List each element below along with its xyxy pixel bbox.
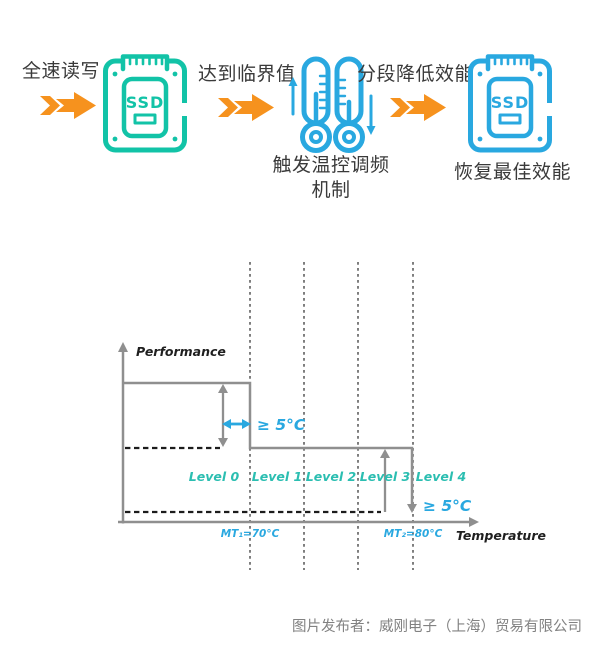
flow-step3-label: 分段降低效能 (357, 63, 475, 85)
flow-arrow-icon (390, 94, 446, 121)
result-caption: 恢复最佳效能 (454, 161, 572, 183)
flow-step1-label: 全速读写 (22, 60, 101, 82)
threshold-mt2-label: MT₂=80°C (384, 528, 443, 540)
flow-step2-label: 达到临界值 (198, 63, 296, 85)
x-axis-label: Temperature (456, 528, 546, 543)
thermometer-icon (288, 56, 376, 153)
thermometer-caption-line1: 触发温控调频 (272, 154, 390, 176)
hysteresis-label-2: ≥ 5°C (423, 497, 472, 515)
axes (118, 349, 471, 524)
y-axis-label: Performance (136, 344, 226, 359)
hysteresis-arrow (222, 419, 251, 429)
ssd-icon-label: SSD (491, 93, 530, 112)
ssd-icon: SSD (103, 54, 189, 153)
x-axis-arrowhead (469, 517, 479, 527)
y-axis-arrowhead (118, 342, 128, 352)
performance-curve (123, 381, 414, 506)
thermal-throttle-chart: Performance Temperature Level 0 Level 1 … (118, 262, 546, 570)
publisher-caption: 图片发布者：威刚电子（上海）贸易有限公司 (292, 619, 582, 635)
drop2-up-arrow (380, 449, 390, 512)
level-1-label: Level 1 (252, 469, 302, 484)
drop1-double-arrow (218, 384, 228, 447)
thermometer-caption: 触发温控调频 机制 (265, 153, 397, 203)
hysteresis-label-1: ≥ 5°C (257, 416, 306, 434)
flow-arrow-icon (218, 94, 274, 121)
level-0-label: Level 0 (189, 469, 240, 484)
ssd-icon: SSD (468, 54, 554, 153)
level-3-label: Level 3 (360, 469, 410, 484)
level-2-label: Level 2 (306, 469, 356, 484)
threshold-mt1-label: MT₁=70°C (221, 528, 280, 540)
curve-drop-arrowhead (407, 504, 417, 513)
ssd-icon-label: SSD (126, 93, 165, 112)
thermometer-caption-line2: 机制 (311, 179, 351, 202)
level-4-label: Level 4 (416, 469, 466, 484)
dashed-plateau-guides (125, 446, 381, 514)
flow-arrow-icon (40, 92, 96, 119)
